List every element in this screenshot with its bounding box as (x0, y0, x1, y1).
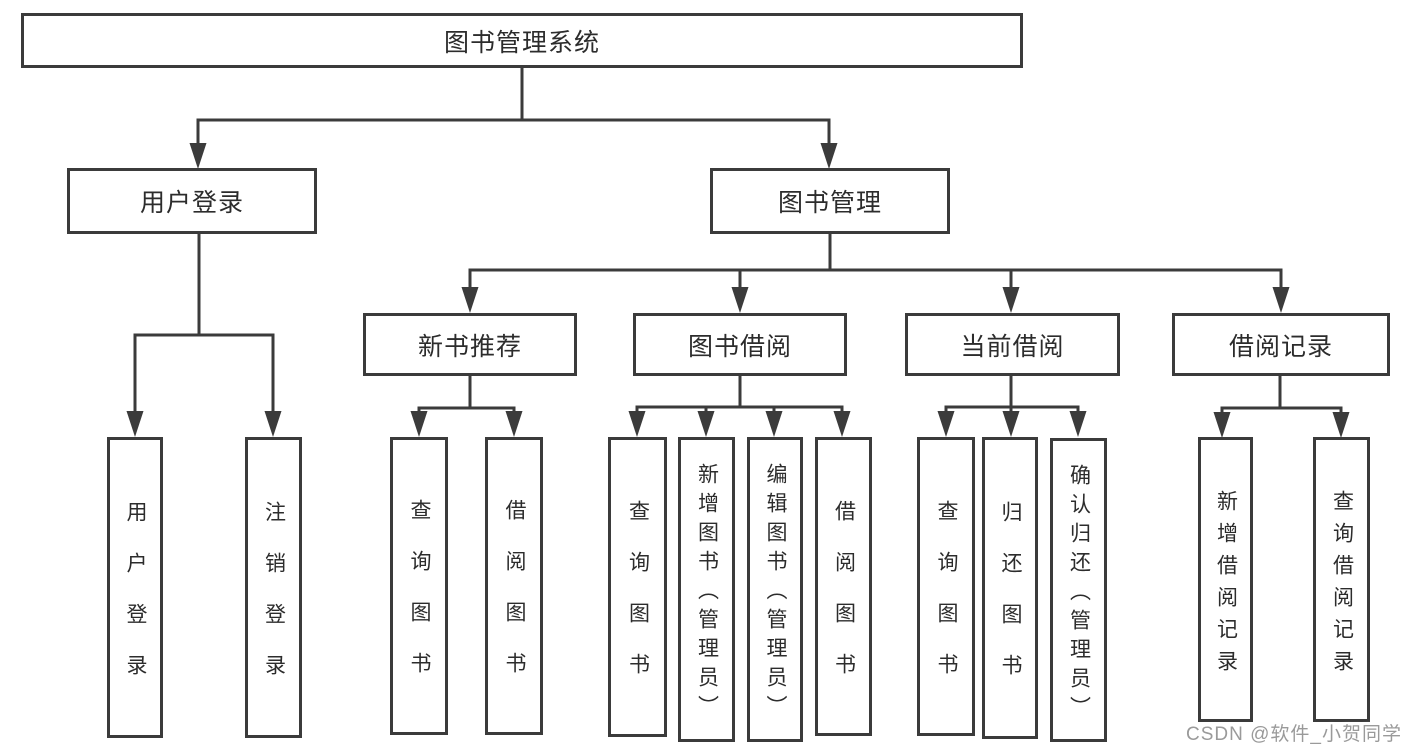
leaf-records-query-record-label: 查询借阅记录 (1330, 489, 1354, 682)
node-current-borrowing: 当前借阅 (905, 313, 1120, 376)
leaf-borrow-add-book-admin-label: 新增图书（管理员） (695, 463, 719, 724)
leaf-borrow-edit-book-admin-label: 编辑图书（管理员） (764, 463, 787, 724)
leaf-borrow-edit-book-admin: 编辑图书（管理员） (747, 437, 803, 742)
node-borrowing-records: 借阅记录 (1172, 313, 1390, 376)
arrowheads (126, 143, 1350, 438)
node-library-management-system: 图书管理系统 (21, 13, 1023, 68)
leaf-current-query-book-label: 查询图书 (935, 499, 958, 704)
leaf-rec-borrow-book: 借阅图书 (485, 437, 543, 735)
leaf-borrow-query-book: 查询图书 (608, 437, 667, 737)
leaf-borrow-borrow-book-label: 借阅图书 (832, 499, 856, 704)
leaf-current-confirm-return-admin-label: 确认归还（管理员） (1067, 463, 1091, 725)
leaf-user-login-label: 用户登录 (124, 500, 147, 705)
leaf-current-query-book: 查询图书 (917, 437, 975, 736)
leaf-user-login: 用户登录 (107, 437, 163, 738)
node-book-management-label: 图书管理 (777, 189, 882, 217)
node-borrowing-records-label: 借阅记录 (1228, 332, 1333, 361)
leaf-records-add-record: 新增借阅记录 (1198, 437, 1253, 722)
leaf-rec-query-book-label: 查询图书 (408, 499, 431, 703)
node-user-login: 用户登录 (67, 168, 317, 234)
node-book-borrowing: 图书借阅 (633, 313, 847, 376)
leaf-current-return-book-label: 归还图书 (999, 501, 1022, 705)
leaf-current-return-book: 归还图书 (982, 437, 1038, 739)
leaf-logout: 注销登录 (245, 437, 302, 738)
leaf-borrow-add-book-admin: 新增图书（管理员） (678, 437, 735, 742)
leaf-rec-query-book: 查询图书 (390, 437, 448, 735)
csdn-watermark: CSDN @软件_小贺同学 (1186, 724, 1402, 745)
node-book-management: 图书管理 (710, 168, 950, 234)
node-book-borrowing-label: 图书借阅 (687, 332, 792, 361)
node-new-book-recommend-label: 新书推荐 (417, 332, 522, 361)
leaf-logout-label: 注销登录 (262, 500, 286, 705)
node-user-login-label: 用户登录 (139, 189, 244, 217)
leaf-records-query-record: 查询借阅记录 (1313, 437, 1370, 722)
leaf-records-add-record-label: 新增借阅记录 (1214, 489, 1238, 682)
leaf-borrow-query-book-label: 查询图书 (626, 500, 650, 704)
leaf-current-confirm-return-admin: 确认归还（管理员） (1050, 438, 1107, 742)
node-library-management-system-label: 图书管理系统 (443, 28, 600, 57)
leaf-borrow-borrow-book: 借阅图书 (815, 437, 872, 736)
node-new-book-recommend: 新书推荐 (363, 313, 577, 376)
node-current-borrowing-label: 当前借阅 (960, 332, 1065, 361)
leaf-rec-borrow-book-label: 借阅图书 (503, 499, 526, 703)
